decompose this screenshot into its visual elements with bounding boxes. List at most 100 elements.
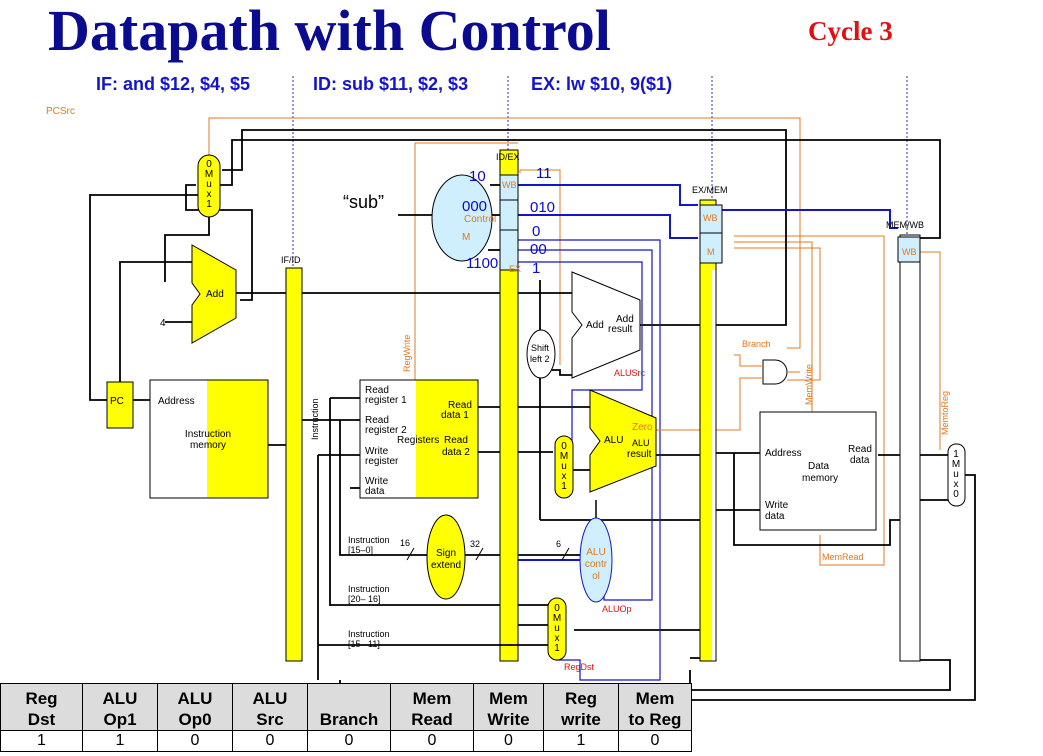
regwrite-label: RegWrite [402, 335, 412, 372]
shift-label: left 2 [530, 354, 550, 364]
shift-left-2 [526, 329, 556, 379]
mux-wb-label: 0 [953, 489, 959, 500]
sub-instruction-label: “sub” [343, 192, 384, 212]
control-label: Control [464, 214, 496, 225]
mux-alusrc-label: 1 [561, 481, 567, 492]
data-mem-label: memory [802, 473, 838, 484]
mux-alusrc-label: u [561, 461, 567, 472]
pcsrc-label: PCSrc [46, 106, 75, 117]
instr-15-11-label: [15– 11] [348, 639, 380, 649]
registers-label: Registers [397, 435, 439, 446]
alu-control-label: ALU [586, 547, 605, 558]
mux-regdst-label: x [555, 633, 560, 644]
mux-wb-label: 1 [953, 449, 959, 460]
regdst-label: RegDst [564, 662, 595, 672]
mux-top-label: x [207, 189, 212, 200]
id-ex-m [499, 199, 519, 231]
pc-register [106, 381, 134, 429]
control-wires [518, 184, 898, 681]
branch-adder [571, 271, 641, 379]
pc-label: PC [110, 396, 124, 407]
header-branch: Branch [307, 683, 391, 731]
wb-value-out: 11 [536, 165, 552, 182]
branch-label: Branch [742, 339, 771, 349]
pc-src-mux [197, 154, 221, 218]
constant-four: 4 [160, 318, 166, 329]
pc-adder-label: Add [206, 289, 224, 300]
read-data-label: data [850, 455, 870, 466]
id-ex-wb-label: WB [502, 180, 517, 190]
alu-result-label: ALU [632, 438, 650, 448]
dm-write-data-label: data [765, 511, 785, 522]
mux-wb-label: x [954, 479, 959, 490]
cycle-label: Cycle 3 [808, 16, 893, 46]
id-ex-ex [499, 229, 519, 271]
ex-mem-m-label: M [707, 247, 715, 257]
mem-wb-label: MEM/WB [886, 220, 924, 230]
mux-alusrc-label: x [562, 471, 567, 482]
mux-top-label: M [205, 169, 213, 180]
sign-extend [426, 514, 466, 600]
mux-regdst-label: u [554, 623, 560, 634]
value-mem-write: 0 [473, 730, 544, 752]
instr-15-0-label: [15–0] [348, 545, 373, 555]
bus-width-32: 32 [470, 539, 480, 549]
read-reg1-label: register 1 [365, 395, 407, 406]
read-data1-label: data 1 [441, 410, 469, 421]
read-data-label: Read [848, 444, 872, 455]
id-ex-ex-label: EX [509, 264, 521, 274]
read-reg2-label: register 2 [365, 425, 407, 436]
alusrc-mux [554, 435, 574, 499]
ex-value-c: 1 [532, 260, 540, 277]
value-mem-to-reg: 0 [618, 730, 692, 752]
alusrc-label: ALUSrc [614, 368, 646, 378]
mem-wb-register [899, 234, 921, 662]
id-stage-label: ID: sub $11, $2, $3 [313, 74, 469, 94]
aluop-label: ALUOp [602, 604, 632, 614]
write-data-label: data [365, 486, 385, 497]
read-reg2-label: Read [365, 415, 389, 426]
instr-mem-label: Instruction [185, 429, 231, 440]
zero-label: Zero [632, 422, 653, 433]
ex-value-b: 00 [530, 241, 547, 258]
data-mem-address: Address [765, 448, 802, 459]
alu-result-label: result [627, 449, 652, 460]
if-stage-label: IF: and $12, $4, $5 [96, 74, 251, 94]
instr-15-11-label: Instruction [348, 629, 390, 639]
memtoreg-label: MemtoReg [940, 391, 950, 435]
mux-wb-label: M [952, 459, 960, 470]
alu-control-label: ol [592, 571, 600, 582]
read-data1-label: Read [448, 400, 472, 411]
read-data2-label: data 2 [442, 447, 470, 458]
writeback-mux [947, 443, 966, 507]
id-ex-label: ID/EX [496, 152, 520, 162]
id-ex-register [499, 149, 519, 662]
instruction-bus-label: Instruction [310, 398, 320, 440]
write-reg-label: register [365, 456, 399, 467]
m-value-out: 010 [530, 199, 555, 216]
bus-width-6: 6 [556, 539, 561, 549]
ex-value-in: 1100 [466, 255, 498, 272]
mem-wb-wb [897, 236, 921, 263]
ex-value-a: 0 [532, 223, 540, 240]
address-label: Address [158, 396, 195, 407]
ex-stage-label: EX: lw $10, 9($1) [531, 74, 673, 94]
mux-regdst-label: 0 [554, 603, 560, 614]
regdst-mux [547, 597, 567, 661]
control-m-label: M [462, 232, 470, 243]
mux-alusrc-label: 0 [561, 441, 567, 452]
if-id-register [285, 267, 303, 662]
stage-dividers [292, 76, 908, 268]
alu [589, 389, 657, 493]
control-unit [431, 174, 493, 262]
read-reg1-label: Read [365, 385, 389, 396]
table-row: 1 1 0 0 0 0 0 1 0 [0, 730, 692, 752]
branch-add-label: Add [586, 320, 604, 331]
